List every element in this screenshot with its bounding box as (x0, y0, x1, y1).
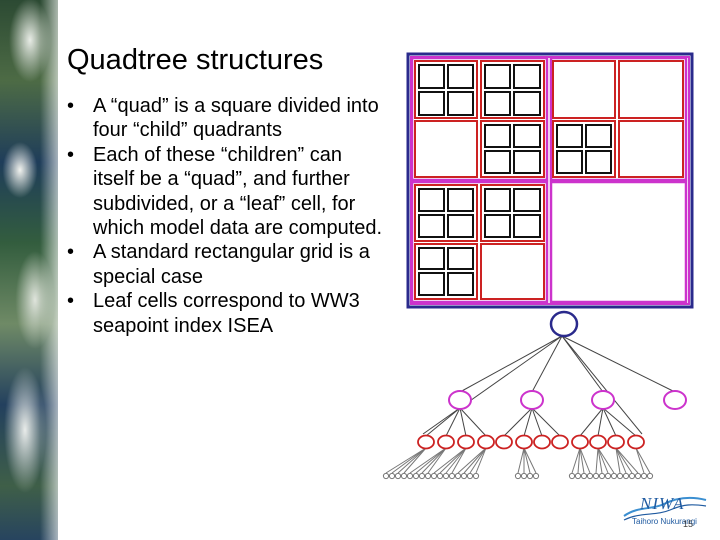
bullet-text: Leaf cells correspond to WW3 seapoint in… (93, 290, 360, 337)
bullet-text: A standard rectangular grid is a special… (93, 241, 370, 288)
page-number: 15 (683, 519, 694, 529)
bullet-list: • A “quad” is a square divided into four… (66, 94, 386, 338)
bullet-item: • A standard rectangular grid is a speci… (66, 240, 386, 289)
tree-level2-node (477, 434, 495, 450)
level2-quad (480, 60, 545, 119)
tree-leaf-row (382, 472, 654, 480)
niwa-logo-tagline: Taihoro Nukurangi (632, 517, 697, 526)
slide-title: Quadtree structures (67, 44, 324, 76)
bullet-dot-icon: • (67, 143, 75, 166)
quadtree-tree (382, 310, 687, 480)
level2-quad (414, 184, 478, 242)
level2-leaf (480, 243, 545, 300)
level2-leaf (618, 60, 684, 119)
level2-leaf (618, 120, 684, 178)
tree-level1-node (448, 390, 472, 410)
bullet-text: Each of these “children” can itself be a… (93, 143, 383, 240)
bullet-item: • Each of these “children” can itself be… (66, 143, 386, 241)
tree-level2-node (607, 434, 625, 450)
quadtree-grid (406, 52, 694, 309)
tree-level1-node (663, 390, 687, 410)
root-quad (406, 52, 694, 309)
tree-edges (385, 335, 676, 474)
level1-quad (410, 56, 549, 182)
tree-root-node (549, 310, 579, 338)
level2-quad (414, 60, 478, 119)
satellite-image-fade (40, 0, 70, 540)
level2-quad (480, 120, 545, 178)
tree-level1-node (591, 390, 615, 410)
bullet-item: • A “quad” is a square divided into four… (66, 94, 386, 143)
tree-level2-node (533, 434, 551, 450)
tree-level2-node (571, 434, 589, 450)
tree-level1-node (520, 390, 544, 410)
bullet-dot-icon: • (67, 241, 75, 264)
tree-level2-node (627, 434, 645, 450)
tree-level2-node (515, 434, 533, 450)
niwa-logo-icon (623, 496, 707, 521)
level2-leaf (414, 120, 478, 178)
level1-quad (410, 180, 549, 304)
bullet-text: A “quad” is a square divided into four “… (93, 95, 379, 142)
tree-level2-node (495, 434, 513, 450)
level1-quad (549, 56, 688, 182)
level1-leaf (549, 180, 688, 304)
niwa-logo-text: NIWA (640, 494, 685, 513)
level2-quad (552, 120, 616, 178)
tree-level2-node (417, 434, 435, 450)
level2-leaf (552, 60, 616, 119)
level2-quad (480, 184, 545, 242)
bullet-dot-icon: • (67, 290, 75, 313)
tree-level2-node (457, 434, 475, 450)
bullet-dot-icon: • (67, 95, 75, 117)
tree-level2-node (551, 434, 569, 450)
tree-level2-node (589, 434, 607, 450)
tree-level2-node (437, 434, 455, 450)
bullet-item: • Leaf cells correspond to WW3 seapoint … (66, 289, 386, 338)
level2-quad (414, 243, 478, 300)
